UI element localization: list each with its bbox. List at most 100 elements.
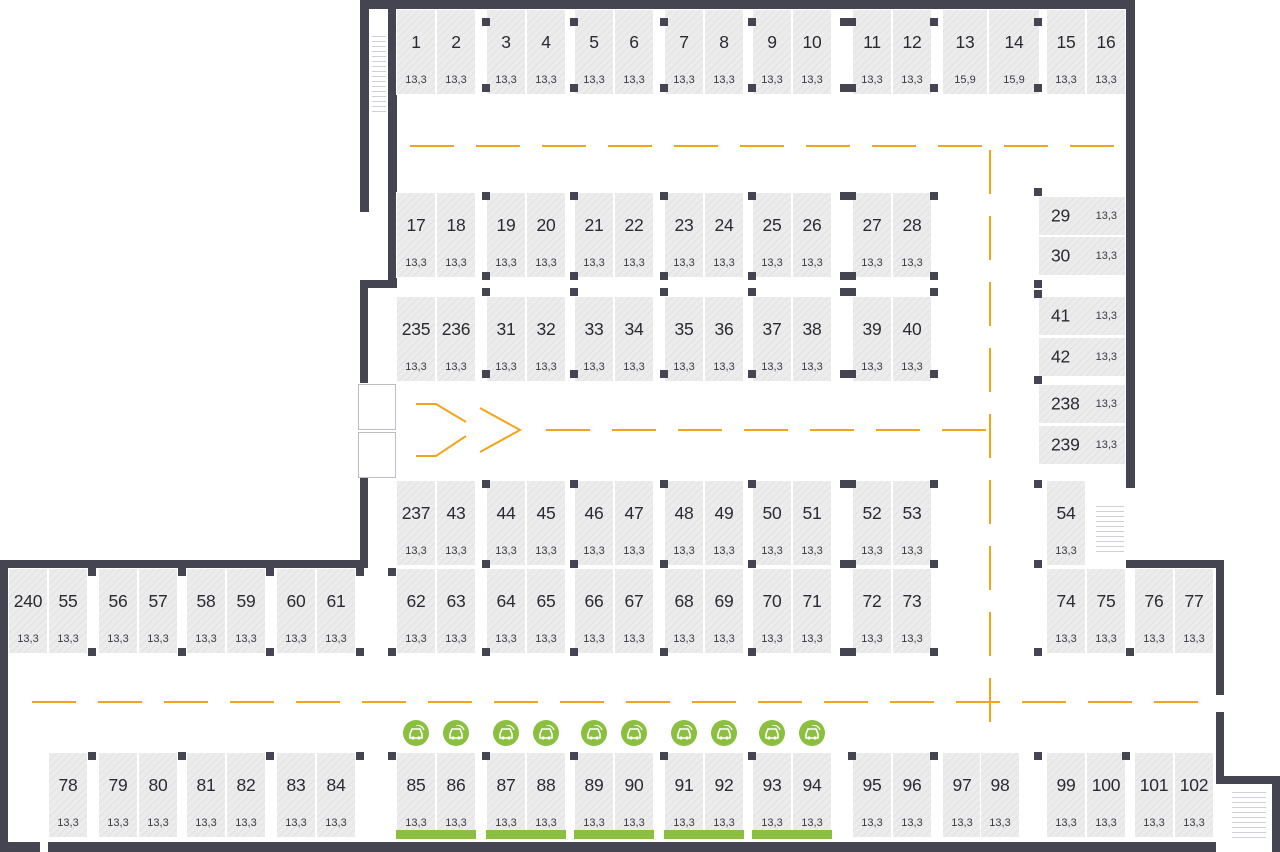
ev-charger-icon[interactable]: [581, 720, 607, 746]
ev-charger-icon[interactable]: [443, 720, 469, 746]
ev-charger-icon[interactable]: [759, 720, 785, 746]
ev-charger-icon[interactable]: [621, 720, 647, 746]
ev-charger-icon[interactable]: [533, 720, 559, 746]
ev-charger-icon[interactable]: [799, 720, 825, 746]
ev-charger-icon[interactable]: [671, 720, 697, 746]
entrance-gate-upper[interactable]: [358, 384, 396, 430]
ev-charger-icon[interactable]: [403, 720, 429, 746]
ev-charger-icon[interactable]: [493, 720, 519, 746]
ev-charger-icon[interactable]: [711, 720, 737, 746]
entrance-gate-lower[interactable]: [358, 432, 396, 478]
